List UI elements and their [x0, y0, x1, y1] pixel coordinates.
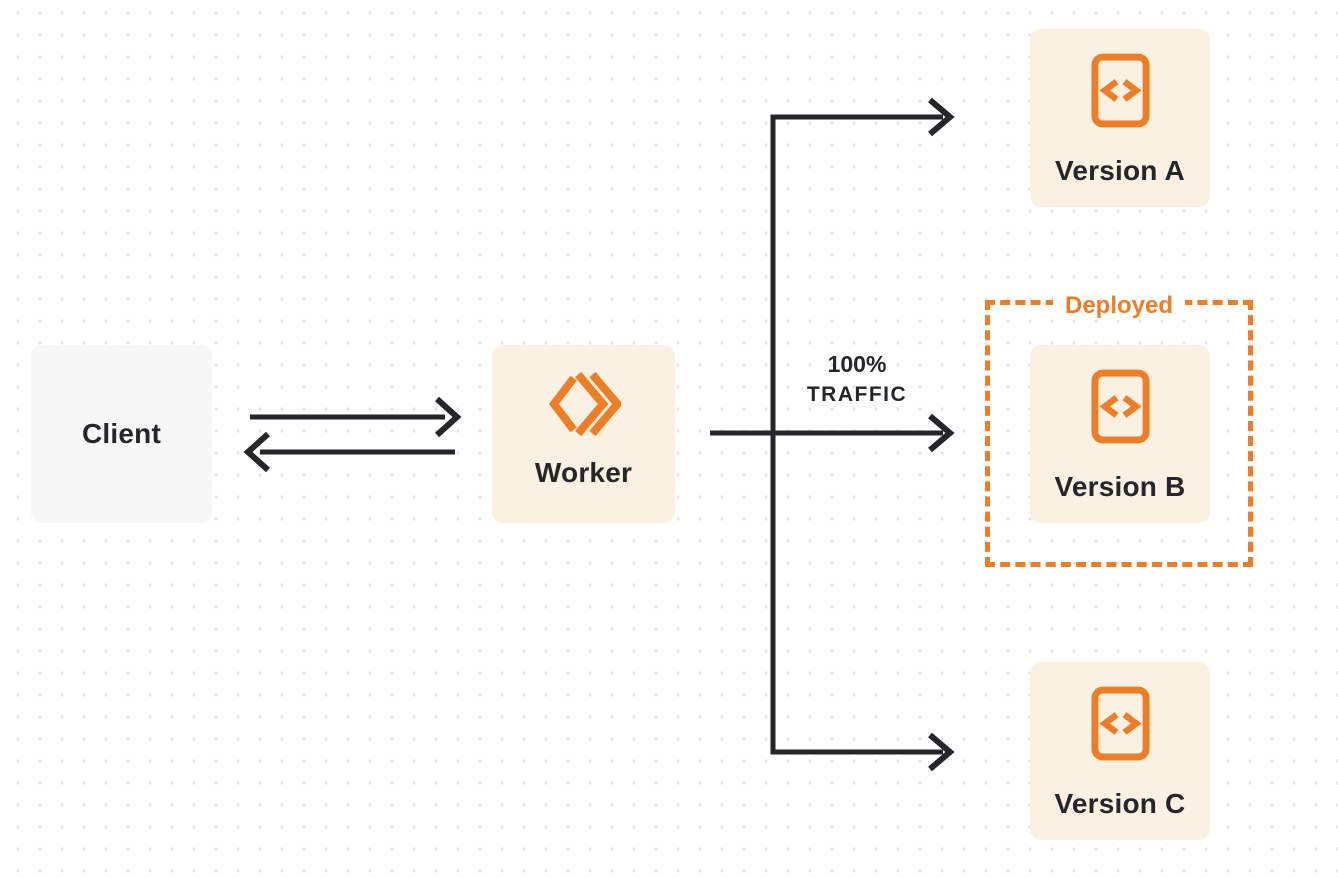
arrow-to-version-c-head: [928, 732, 955, 772]
arrow-worker-to-version-b-head: [928, 413, 955, 453]
deployed-label: Deployed: [1052, 292, 1186, 320]
code-file-icon: [1090, 686, 1150, 761]
version-b-node: Version B: [1030, 345, 1210, 523]
version-a-label: Version A: [1055, 155, 1185, 186]
code-file-icon: [1090, 53, 1150, 128]
version-b-label: Version B: [1054, 471, 1186, 502]
traffic-percentage-label: 100% TRAFFIC: [780, 349, 934, 411]
client-label: Client: [82, 418, 161, 449]
code-file-icon: [1090, 369, 1150, 444]
workers-logo-icon: [548, 371, 621, 437]
deployed-group-outline: Deployed: [985, 292, 1253, 567]
arrow-client-to-worker-head: [434, 396, 462, 438]
client-node: Client: [31, 345, 212, 523]
traffic-percent-text: 100%: [827, 351, 887, 377]
traffic-split-trunk-line: [770, 114, 943, 755]
worker-node: Worker: [492, 345, 675, 523]
version-a-node: Version A: [1030, 29, 1210, 207]
version-c-label: Version C: [1054, 788, 1186, 819]
worker-label: Worker: [534, 457, 633, 488]
arrow-to-version-a-head: [928, 97, 955, 137]
traffic-word-text: TRAFFIC: [806, 383, 908, 406]
version-c-node: Version C: [1030, 662, 1210, 840]
arrow-worker-to-client-head: [243, 431, 271, 473]
